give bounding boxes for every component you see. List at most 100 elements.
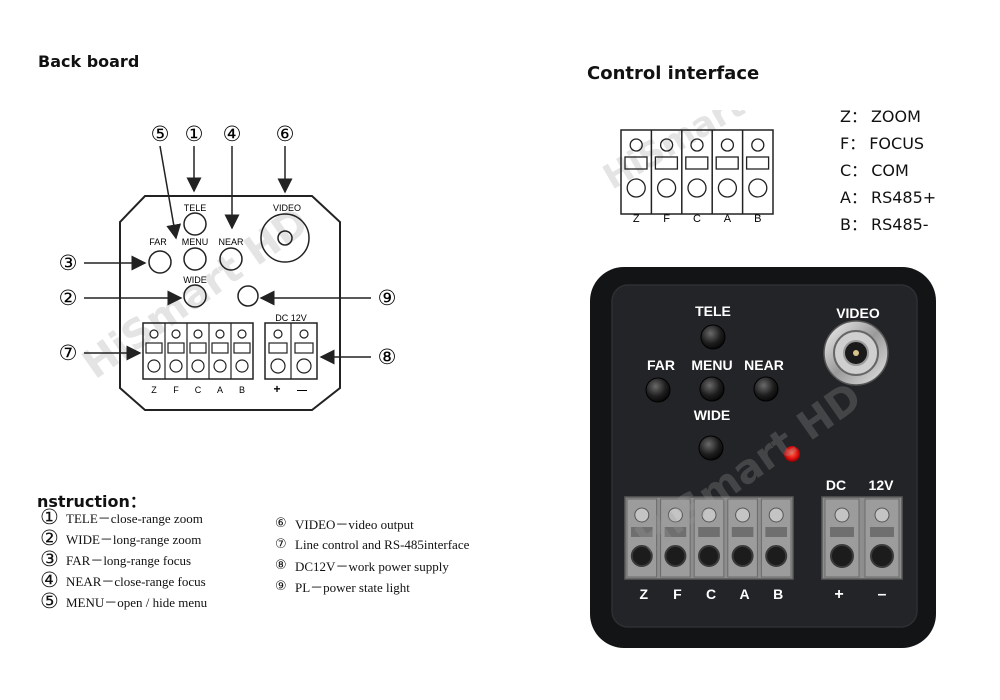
instruction-row: ⑦ Line control and RS-485interface xyxy=(275,534,469,555)
ci-terminal-slot xyxy=(654,156,679,170)
bb-terminal-slot xyxy=(233,342,251,354)
photo-terminal-screw xyxy=(768,507,784,523)
ci-legend-row: C：COM xyxy=(840,157,936,184)
bb-terminal-hole xyxy=(213,359,227,373)
power-plus-sign: + xyxy=(273,382,280,396)
ci-terminal-hole xyxy=(687,178,707,198)
bb-terminal-letter: F xyxy=(173,385,179,395)
instruction-text: PL－power state light xyxy=(295,580,410,595)
ci-terminal-screw xyxy=(629,138,643,152)
power-minus-sign: — xyxy=(297,385,307,396)
terminal-block xyxy=(142,322,254,380)
ci-legend-value: COM xyxy=(871,161,909,180)
instruction-number: ⑥ xyxy=(275,516,287,531)
video-connector xyxy=(260,213,310,263)
photo-label-dc: DC xyxy=(826,477,846,493)
photo-power-led xyxy=(784,446,800,462)
photo-terminal-hole xyxy=(698,545,720,567)
ci-legend-value: FOCUS xyxy=(869,134,925,153)
photo-terminal-hole xyxy=(664,545,687,567)
photo-power-screw xyxy=(834,507,850,523)
back-board-diagram: HiSmart HD TELE MENU FAR NEAR WIDE VIDEO… xyxy=(59,123,397,411)
bb-terminal-letter: A xyxy=(217,385,223,395)
ci-terminal-screw xyxy=(751,138,765,152)
bb-power-hole xyxy=(296,358,312,374)
photo-terminal-slot xyxy=(631,527,653,537)
ci-terminal-screw xyxy=(659,138,674,152)
photo-terminal-screw xyxy=(667,507,683,523)
callout-4: ④ xyxy=(223,123,242,146)
back-board-title: Back board xyxy=(38,52,140,71)
ci-terminal-hole xyxy=(717,178,738,198)
ci-legend-value: RS485+ xyxy=(870,188,937,207)
photo-terminal-screw xyxy=(735,507,751,523)
bb-terminal-slot xyxy=(189,342,207,354)
instruction-text: MENU－open / hide menu xyxy=(66,595,208,610)
bb-terminal-hole xyxy=(169,359,183,373)
label-tele: TELE xyxy=(184,203,207,213)
label-wide: WIDE xyxy=(183,275,207,285)
bb-terminal-letter: C xyxy=(195,385,202,395)
instruction-row: ⑥ VIDEO－video output xyxy=(275,513,469,534)
instruction-row: ④ NEAR－close-range focus xyxy=(40,570,207,591)
instruction-text: NEAR－close-range focus xyxy=(66,574,206,589)
bb-power-screw xyxy=(273,329,283,339)
bb-terminal-screw xyxy=(193,329,203,339)
wide-button xyxy=(183,284,207,308)
photo-power-hole xyxy=(830,544,854,568)
photo-far-button xyxy=(645,377,671,403)
bb-terminal-slot xyxy=(167,342,185,354)
instruction-number: ③ xyxy=(40,547,59,571)
photo-wide-button xyxy=(698,435,724,461)
ci-terminal-block xyxy=(620,129,774,215)
photo-minus-sign: – xyxy=(878,586,887,603)
photo-terminal-screw xyxy=(634,507,650,523)
instruction-number: ④ xyxy=(40,568,59,592)
bb-power-screw xyxy=(299,329,309,339)
ci-terminal-letter: A xyxy=(724,213,732,225)
bb-terminal-letter: B xyxy=(239,385,245,395)
instruction-text: VIDEO－video output xyxy=(295,517,414,532)
callout-6: ⑥ xyxy=(276,123,295,146)
photo-power-slot xyxy=(830,527,854,537)
photo-label-tele: TELE xyxy=(695,303,731,319)
bb-terminal-hole xyxy=(235,359,249,373)
video-connector-pin xyxy=(277,230,293,246)
ci-terminal-letter: C xyxy=(693,213,701,225)
callout-1: ① xyxy=(185,123,204,146)
ci-legend-key: A： xyxy=(840,188,867,207)
bb-terminal-hole xyxy=(191,359,205,373)
photo-terminal-letter: F xyxy=(673,586,682,602)
label-video: VIDEO xyxy=(273,203,301,213)
photo-terminal-hole xyxy=(765,545,788,567)
photo-terminal-block xyxy=(624,496,794,580)
ci-legend-key: B： xyxy=(840,215,867,234)
ci-terminal-screw xyxy=(720,138,735,152)
ci-terminal-slot xyxy=(745,156,770,170)
bb-terminal-screw xyxy=(149,329,159,339)
bb-terminal-slot xyxy=(145,342,163,354)
menu-button xyxy=(183,247,207,271)
photo-terminal-screw xyxy=(701,507,717,523)
instruction-text: DC12V－work power supply xyxy=(295,559,449,574)
instructions-right: ⑥ VIDEO－video output ⑦ Line control and RS-… xyxy=(275,513,469,597)
callout-9: ⑨ xyxy=(378,287,397,310)
bb-terminal-screw xyxy=(237,329,247,339)
instruction-text: Line control and RS-485interface xyxy=(295,536,470,552)
instruction-number: ⑦ xyxy=(275,537,287,552)
instruction-number: ⑨ xyxy=(275,579,287,594)
instruction-text: TELE－close-range zoom xyxy=(66,511,203,526)
photo-power-slot xyxy=(870,527,894,537)
photo-terminal-letter: A xyxy=(740,586,750,602)
ci-terminal-hole xyxy=(626,178,646,198)
bb-terminal-screw xyxy=(215,329,225,339)
ci-legend-row: A：RS485+ xyxy=(840,184,936,211)
